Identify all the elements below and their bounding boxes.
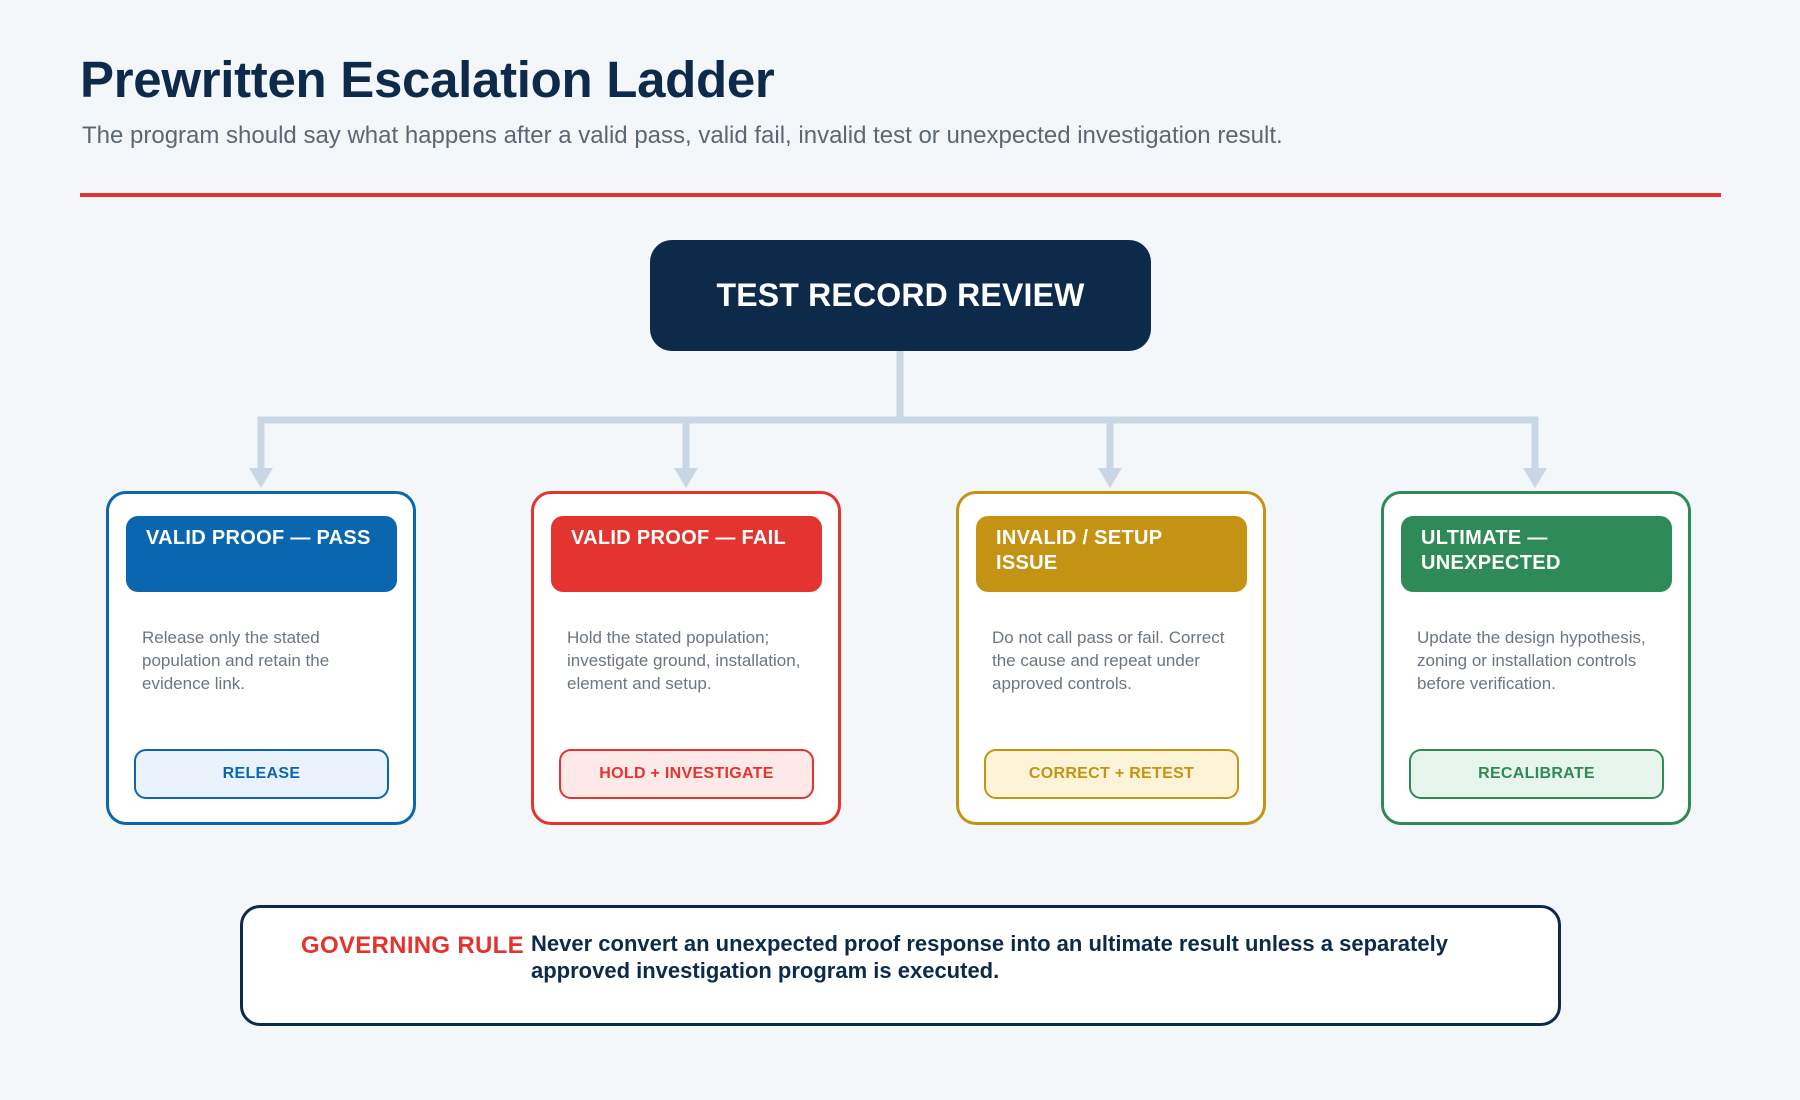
outcome-card-description: Do not call pass or fail. Correct the ca…: [992, 628, 1225, 693]
action-badge-release: RELEASE: [134, 749, 389, 799]
governing-rule-label: GOVERNING RULE: [301, 932, 524, 959]
arrow-head-1: [249, 468, 273, 488]
root-node-test-record-review: TEST RECORD REVIEW: [650, 240, 1151, 351]
outcome-card-heading: ULTIMATE — UNEXPECTED: [1401, 516, 1672, 592]
outcome-card-description: Release only the stated population and r…: [142, 628, 330, 693]
action-badge-recalibrate: RECALIBRATE: [1409, 749, 1664, 799]
outcome-card-valid-pass: VALID PROOF — PASS Release only the stat…: [106, 491, 416, 825]
action-badge-hold-investigate: HOLD + INVESTIGATE: [559, 749, 814, 799]
arrow-head-4: [1523, 468, 1547, 488]
outcome-card-description: Hold the stated population; investigate …: [567, 628, 801, 693]
outcome-card-valid-fail: VALID PROOF — FAIL Hold the stated popul…: [531, 491, 841, 825]
arrow-head-3: [1098, 468, 1122, 488]
page-subtitle: The program should say what happens afte…: [82, 122, 1283, 149]
outcome-card-description: Update the design hypothesis, zoning or …: [1417, 628, 1646, 693]
root-node-label: TEST RECORD REVIEW: [716, 277, 1085, 313]
governing-rule-box: GOVERNING RULE Never convert an unexpect…: [240, 905, 1561, 1026]
outcome-card-heading: INVALID / SETUP ISSUE: [976, 516, 1247, 592]
outcome-card-invalid-setup: INVALID / SETUP ISSUE Do not call pass o…: [956, 491, 1266, 825]
arrow-head-2: [674, 468, 698, 488]
action-badge-correct-retest: CORRECT + RETEST: [984, 749, 1239, 799]
outcome-card-heading: VALID PROOF — FAIL: [551, 516, 822, 592]
page-title: Prewritten Escalation Ladder: [80, 51, 775, 108]
header-divider: [80, 193, 1721, 197]
outcome-card-heading: VALID PROOF — PASS: [126, 516, 397, 592]
governing-rule-text: Never convert an unexpected proof respon…: [531, 931, 1448, 983]
outcome-card-ultimate-unexpected: ULTIMATE — UNEXPECTED Update the design …: [1381, 491, 1691, 825]
